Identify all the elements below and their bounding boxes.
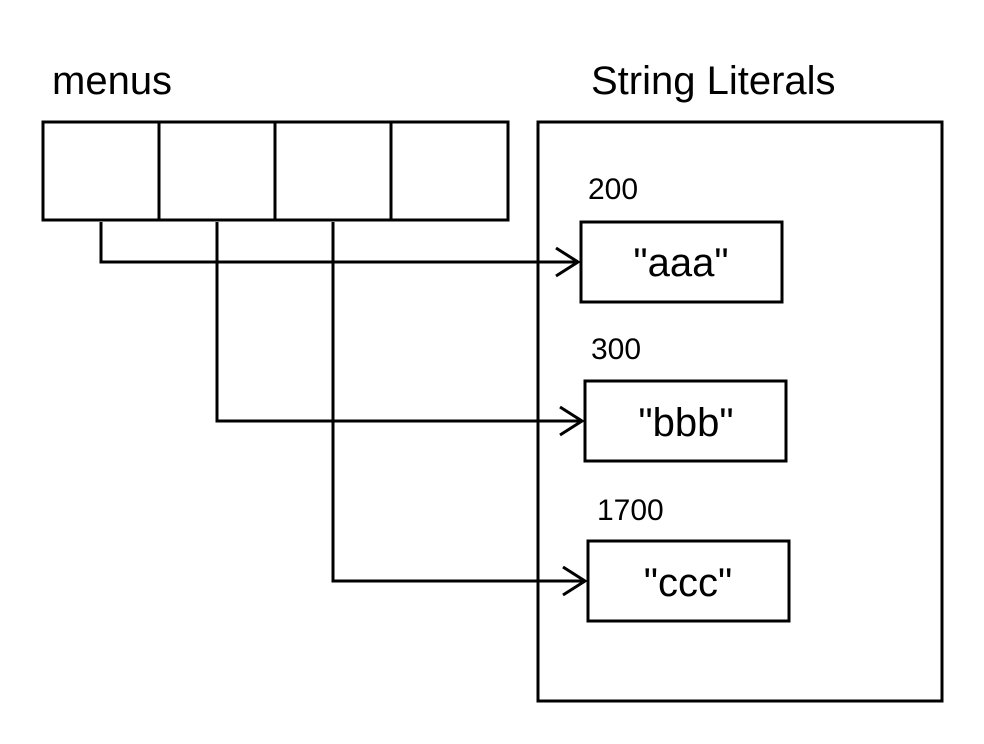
pool-entry-1-address: 300 — [591, 333, 641, 366]
array — [41, 120, 510, 222]
pointer-line-2 — [331, 222, 585, 583]
pool-entry-2-address: 1700 — [597, 494, 664, 527]
pool-entry-1-box — [583, 379, 788, 463]
pool-entry-2-value: "ccc" — [644, 561, 732, 605]
pool-title: String Literals — [591, 59, 836, 103]
arrowhead-1-icon — [559, 405, 585, 437]
pointer-line-1 — [215, 222, 582, 423]
pool-entry-1-value: "bbb" — [638, 401, 733, 445]
array-cell-0 — [41, 120, 161, 222]
arrowhead-0-icon — [555, 246, 581, 278]
array-cell-1 — [157, 120, 277, 222]
array-cell-2 — [273, 120, 393, 222]
pool-entry-0-box — [579, 220, 784, 304]
pointers — [99, 222, 588, 597]
pool-entry-2-box — [586, 539, 791, 623]
arrowhead-2-icon — [562, 565, 588, 597]
array-cell-3 — [389, 120, 510, 222]
pool-entry-0-value: "aaa" — [633, 241, 728, 285]
pool-entry-0-address: 200 — [588, 173, 638, 206]
array-title: menus — [52, 59, 172, 103]
pointer-line-0 — [99, 222, 578, 264]
